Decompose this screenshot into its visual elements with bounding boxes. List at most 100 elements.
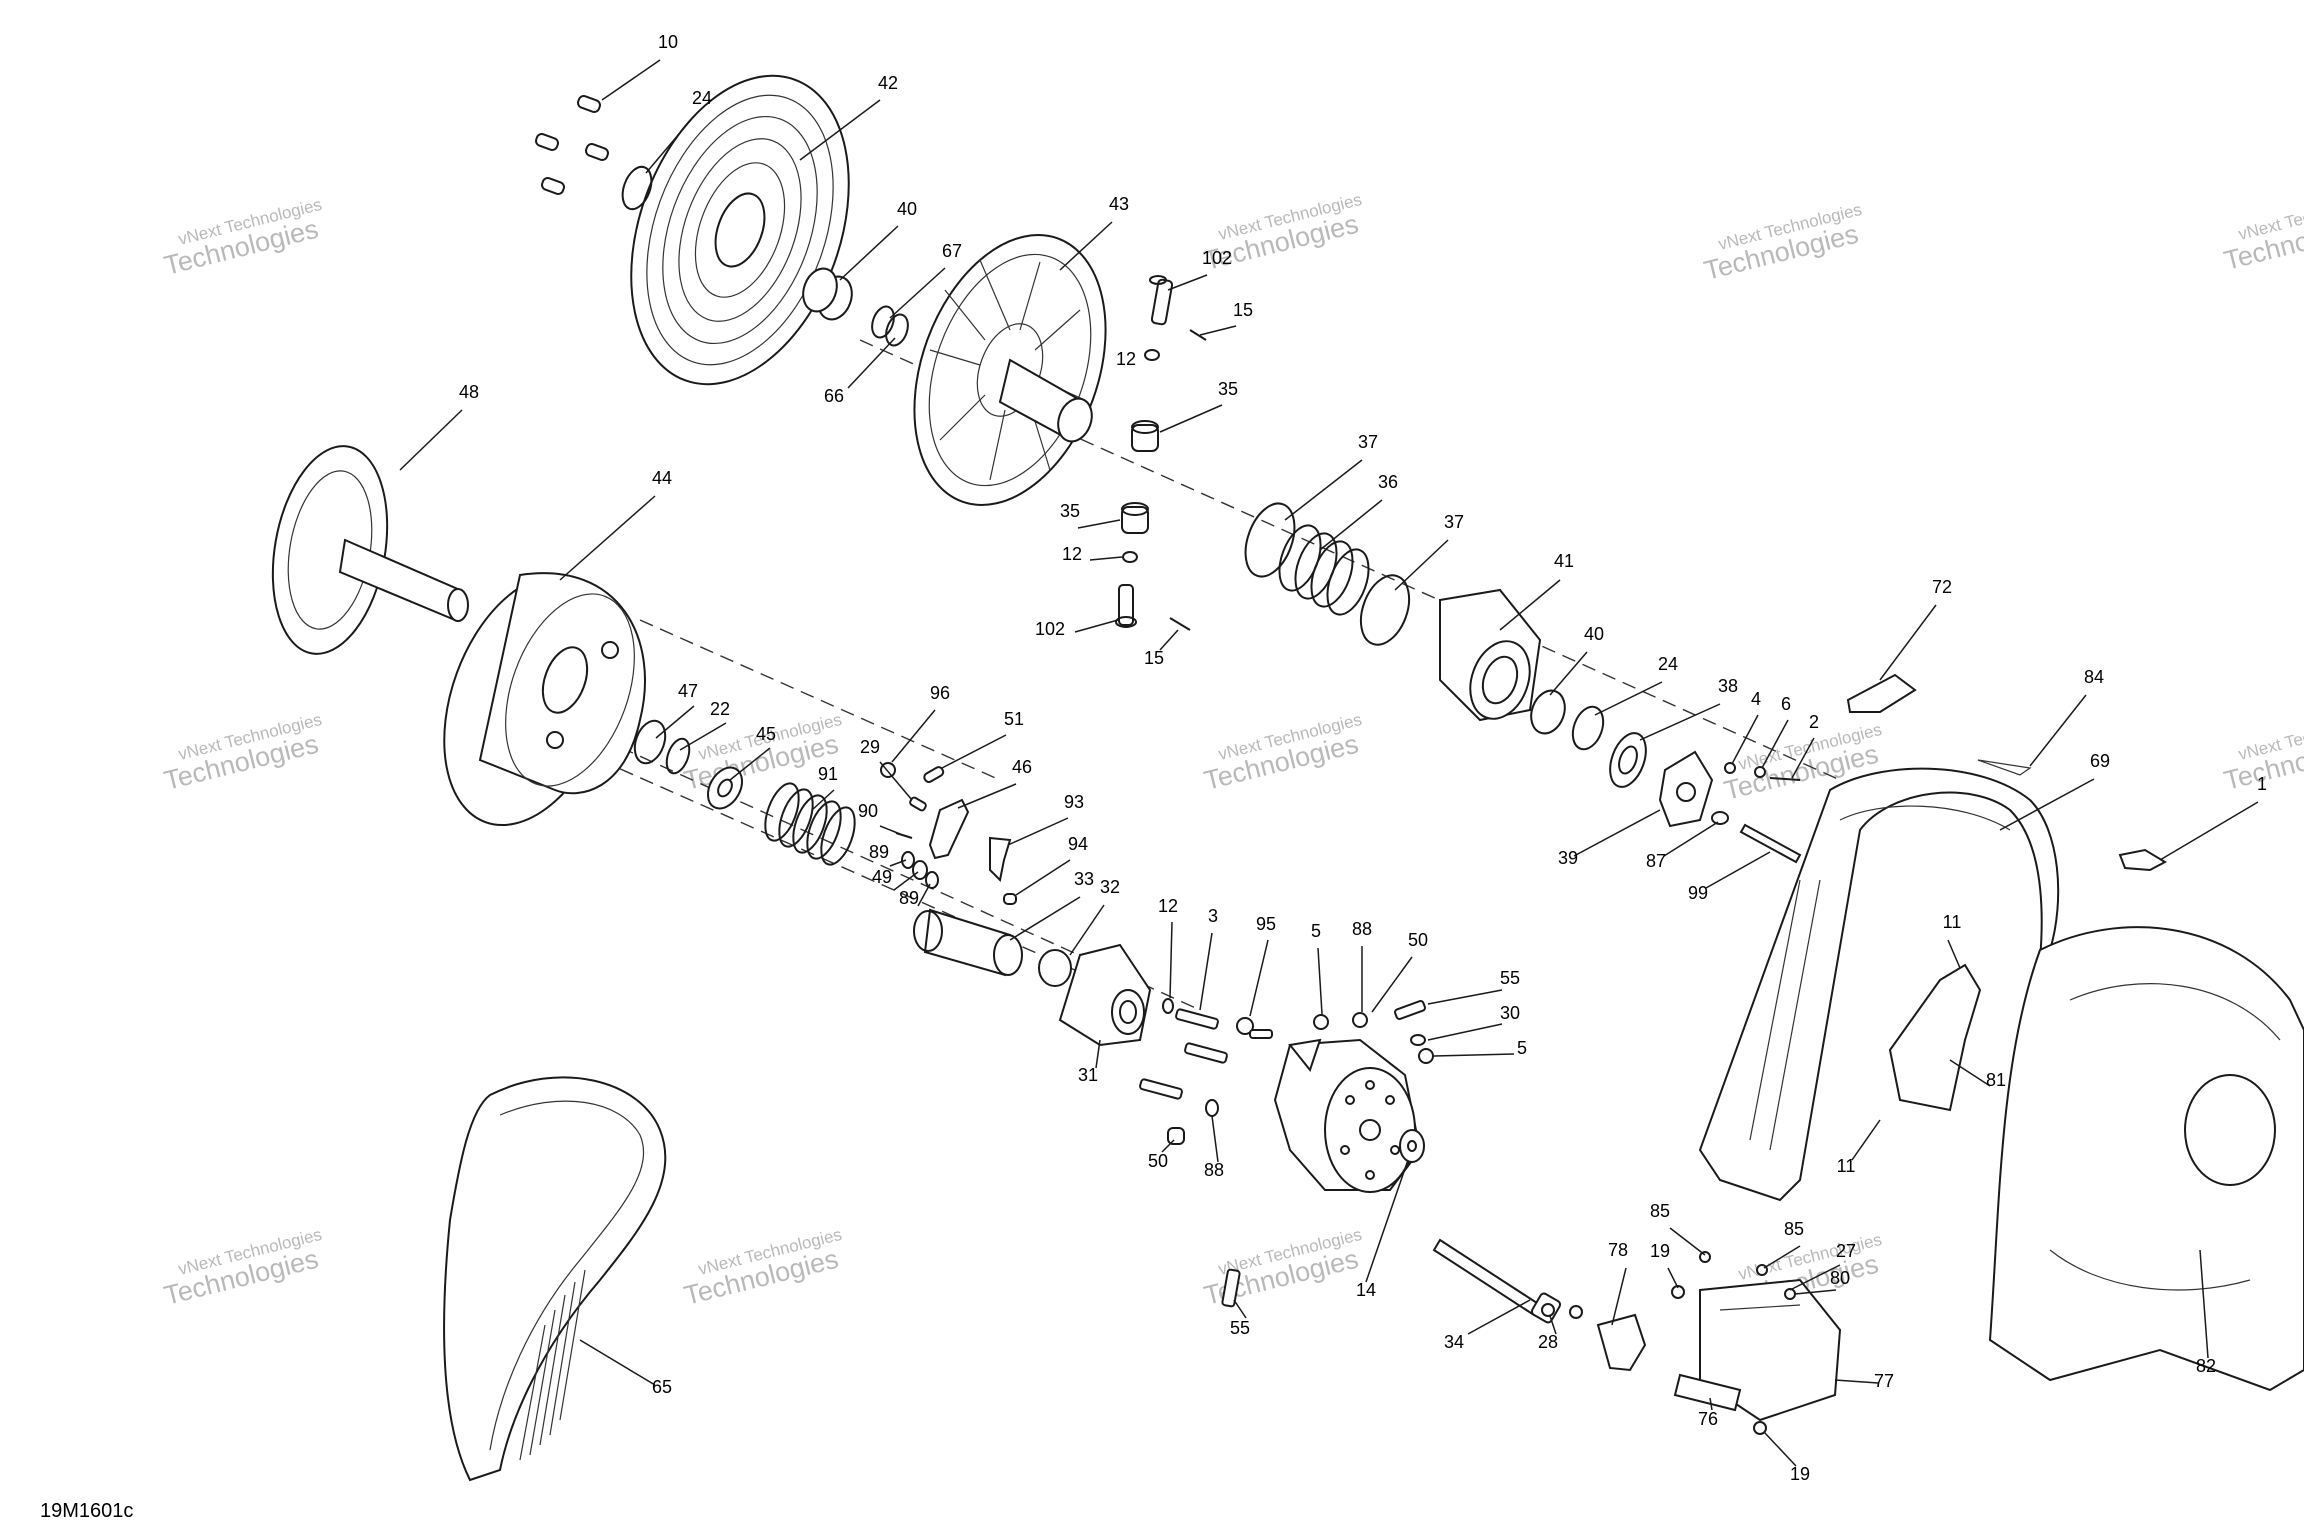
callout-l85b: 85 [1784,1219,1804,1239]
spider-39 [1658,750,1714,828]
callout-l37a: 37 [1358,432,1378,452]
nut-5a [1313,1014,1329,1030]
pulley-disc-42 [630,74,850,386]
callout-l81: 81 [1986,1070,2006,1090]
hub-assembly [1273,1038,1422,1193]
callout-l41: 41 [1554,551,1574,571]
callout-l24a: 24 [692,88,712,108]
ring-37b [1359,574,1411,646]
callout-l50b: 50 [1148,1151,1168,1171]
bushing-33 [913,908,1023,977]
pin-1 [2118,848,2168,872]
clip-93 [989,836,1012,883]
callout-l91: 91 [818,764,838,784]
callout-l66: 66 [824,386,844,406]
callout-l12c: 12 [1158,896,1178,916]
screw-6 [1754,766,1766,778]
housing-44 [443,572,646,827]
washer-89a [901,851,915,869]
callout-l69: 69 [2090,751,2110,771]
callout-l96: 96 [930,683,950,703]
bolt-55a [1394,1000,1426,1020]
rivets-10 [535,95,609,195]
nut-5b [1418,1048,1434,1064]
watermark: vNext Technologies Technologies [2221,190,2304,276]
callout-l67: 67 [942,241,962,261]
nut-49 [912,860,928,880]
pin-102-mid [1115,584,1137,628]
washer-38 [1609,732,1647,788]
callout-l49: 49 [872,867,892,887]
bolt-55b [1221,1268,1241,1308]
bracket-72 [1846,673,1917,713]
callout-l50a: 50 [1408,930,1428,950]
callout-l35a: 35 [1218,379,1238,399]
callout-l15b: 15 [1144,648,1164,668]
bolt-2 [1769,777,1801,781]
roller-35-mid [1121,502,1149,534]
callout-l84: 84 [2084,667,2104,687]
bracket-81 [1888,963,1982,1112]
callout-l11a: 11 [1943,912,1962,932]
callout-l89b: 89 [899,888,919,908]
callout-l93: 93 [1064,792,1084,812]
bolt-3c [1139,1078,1183,1100]
callout-l40a: 40 [897,199,917,219]
washer-12-center [1162,998,1174,1014]
callout-l31: 31 [1078,1065,1098,1085]
callout-l88a: 88 [1352,919,1372,939]
watermark: vNext Technologies Technologies [161,195,324,281]
washer-87 [1711,811,1729,825]
bushing-40b [1530,689,1566,735]
bracket-78 [1596,1313,1647,1372]
callout-l38: 38 [1718,676,1738,696]
bolt-3b [1184,1042,1228,1064]
callout-l90: 90 [858,801,878,821]
roller-cam-31 [1058,943,1152,1047]
watermark: vNext Technologies Technologies [681,1225,844,1311]
arm-46 [928,798,970,860]
pin-51 [923,766,945,784]
callout-l48: 48 [459,382,479,402]
cap-94 [1003,893,1017,905]
cam-41 [1439,588,1542,722]
callout-l55b: 55 [1230,1318,1250,1338]
bolt-99 [1739,823,1802,864]
cover-82 [1988,926,2304,1392]
ring-22 [665,737,691,775]
drawing-code: 19M1601c [40,1500,134,1522]
callout-l2: 2 [1809,712,1819,732]
washer-88b [1205,1099,1219,1117]
callout-l85a: 85 [1650,1201,1670,1221]
callout-l102b: 102 [1035,619,1065,639]
bushing-40 [802,267,853,321]
callout-l82: 82 [2196,1356,2216,1376]
callout-l1: 1 [2257,774,2267,794]
callout-l33: 33 [1074,869,1094,889]
washer-12-top [1144,349,1160,361]
callout-l43: 43 [1109,194,1129,214]
callout-l89a: 89 [869,842,889,862]
callout-l29: 29 [860,737,880,757]
callout-l14: 14 [1356,1280,1376,1300]
spring-91 [764,782,856,866]
screw-80 [1784,1288,1796,1300]
roller-35-top [1131,420,1159,452]
callout-l22: 22 [710,699,730,719]
bushing-32 [1038,949,1072,987]
washer-14 [1399,1129,1425,1163]
ring-24b [1571,705,1605,751]
callout-l37b: 37 [1444,512,1464,532]
callout-l72: 72 [1932,577,1952,597]
spring-36 [1278,524,1370,616]
callout-l45: 45 [756,724,776,744]
callout-l5b: 5 [1517,1038,1527,1058]
callout-l40b: 40 [1584,624,1604,644]
callout-l44: 44 [652,468,672,488]
callout-l12a: 12 [1116,349,1136,369]
washer-12-mid [1122,551,1138,563]
leader-lines [399,59,2259,1467]
retaining-ring-24 [621,165,653,211]
pin-15-top [1189,329,1207,341]
callout-l30: 30 [1500,1003,1520,1023]
